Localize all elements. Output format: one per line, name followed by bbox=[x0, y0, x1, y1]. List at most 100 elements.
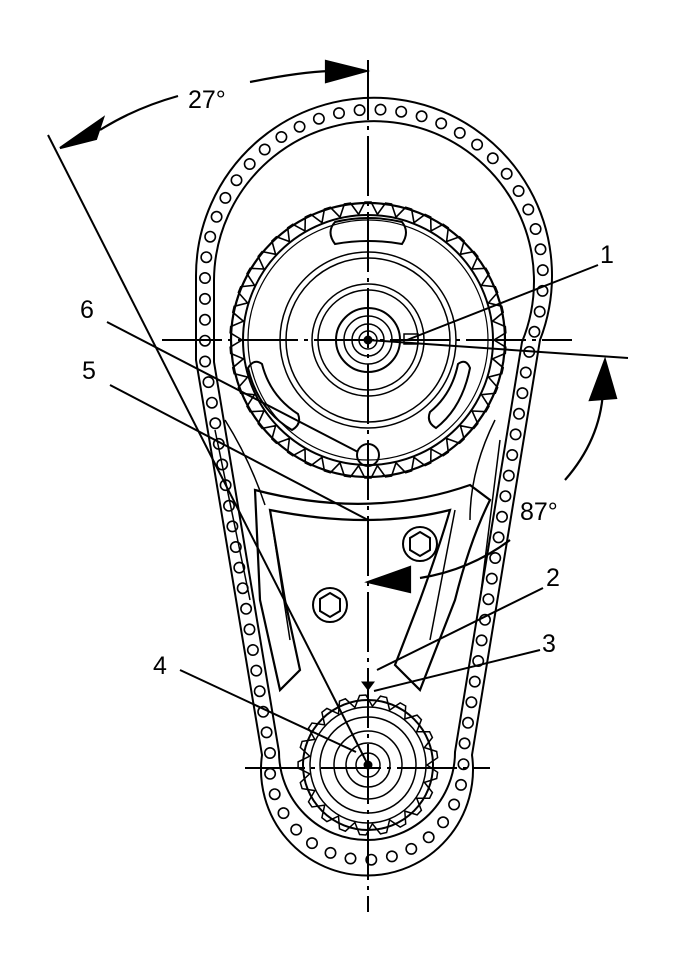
chain-roller bbox=[489, 551, 502, 564]
callout-1: 1 bbox=[600, 241, 614, 269]
chain-roller bbox=[324, 846, 337, 859]
chain-roller bbox=[219, 191, 232, 204]
chain-roller bbox=[253, 685, 266, 698]
chain-roller bbox=[502, 469, 515, 482]
chain-rollers bbox=[199, 103, 549, 866]
chain-roller bbox=[457, 758, 470, 771]
reference-lines bbox=[47, 60, 629, 912]
chain-roller bbox=[385, 850, 398, 863]
chain-roller bbox=[275, 131, 288, 144]
chain-inner-edge bbox=[213, 120, 535, 841]
chain-roller bbox=[405, 842, 418, 855]
chain-roller bbox=[475, 634, 488, 647]
cam-slot-left bbox=[246, 360, 301, 432]
guide-bolt-lower bbox=[312, 587, 348, 623]
chain-roller bbox=[344, 852, 357, 865]
87-degree-line bbox=[367, 339, 629, 359]
chain-roller bbox=[277, 807, 290, 820]
chain-roller bbox=[233, 561, 246, 574]
chain-roller bbox=[209, 417, 222, 430]
chain-roller bbox=[492, 531, 505, 544]
chain-roller bbox=[305, 837, 318, 850]
chain-roller bbox=[199, 355, 212, 368]
chain-roller bbox=[312, 112, 325, 125]
callout-3: 3 bbox=[542, 630, 556, 658]
chain-roller bbox=[210, 210, 223, 223]
chain-roller bbox=[260, 726, 273, 739]
chain-roller bbox=[495, 510, 508, 523]
chain-outer-edge bbox=[195, 96, 553, 877]
chain-roller bbox=[395, 105, 408, 118]
angle-label-87: 87° bbox=[520, 498, 558, 526]
chain-roller bbox=[509, 428, 522, 441]
chain-roller bbox=[528, 325, 541, 338]
chain-roller bbox=[506, 448, 519, 461]
chain-roller bbox=[415, 110, 428, 123]
chain-roller bbox=[199, 292, 212, 305]
callout-5: 5 bbox=[82, 357, 96, 385]
chain-roller bbox=[529, 223, 542, 236]
cam-slot-top bbox=[329, 217, 407, 246]
chain-roller bbox=[465, 696, 478, 709]
chain-roller bbox=[199, 271, 212, 284]
chain-roller bbox=[332, 107, 345, 120]
chain-roller bbox=[268, 788, 281, 801]
chain-roller bbox=[522, 203, 535, 216]
chain-roller bbox=[519, 366, 532, 379]
chain-roller bbox=[461, 716, 474, 729]
chain-roller bbox=[230, 174, 243, 187]
cam-slot-right bbox=[427, 360, 472, 430]
chain-roller bbox=[204, 230, 217, 243]
chain-roller bbox=[223, 499, 236, 512]
chain-roller bbox=[482, 593, 495, 606]
chain-roller bbox=[202, 376, 215, 389]
chain-roller bbox=[205, 396, 218, 409]
chain-roller bbox=[240, 602, 253, 615]
chain-roller bbox=[353, 104, 366, 117]
chain-roller bbox=[512, 407, 525, 420]
chain-roller bbox=[200, 251, 213, 264]
chain-roller bbox=[243, 158, 256, 171]
chain-roller bbox=[258, 143, 271, 156]
chain-roller bbox=[243, 623, 256, 636]
chain-roller bbox=[437, 816, 450, 829]
callout-4: 4 bbox=[153, 652, 167, 680]
angle-label-27: 27° bbox=[188, 86, 226, 114]
chain-roller bbox=[435, 117, 448, 130]
crank-sprocket-teeth bbox=[297, 694, 439, 836]
chain-roller bbox=[199, 313, 212, 326]
chain-roller bbox=[500, 167, 513, 180]
leader-lines bbox=[106, 264, 599, 753]
chain-roller bbox=[533, 305, 546, 318]
angle-87-arc bbox=[364, 356, 618, 594]
chain-roller bbox=[246, 643, 259, 656]
chain-roller bbox=[499, 490, 512, 503]
chain-guide bbox=[214, 419, 501, 693]
chain-roller bbox=[471, 138, 484, 151]
chain-roller bbox=[290, 823, 303, 836]
27-degree-line bbox=[47, 134, 369, 766]
callout-2: 2 bbox=[546, 564, 560, 592]
guide-bolt-upper bbox=[402, 526, 438, 562]
chain-roller bbox=[458, 737, 471, 750]
chain-roller bbox=[485, 572, 498, 585]
chain-roller bbox=[454, 778, 467, 791]
callout-6: 6 bbox=[80, 296, 94, 324]
chain-roller bbox=[293, 120, 306, 133]
timing-chain bbox=[195, 96, 553, 877]
chain-roller bbox=[264, 767, 277, 780]
chain-roller bbox=[486, 152, 499, 165]
chain-roller bbox=[536, 264, 549, 277]
chain-roller bbox=[250, 664, 263, 677]
chain-roller bbox=[534, 243, 547, 256]
chain-roller bbox=[516, 387, 529, 400]
chain-roller bbox=[468, 675, 481, 688]
chain-roller bbox=[263, 746, 276, 759]
chain-roller bbox=[374, 103, 387, 116]
chain-roller bbox=[422, 831, 435, 844]
angle-27-arc bbox=[59, 59, 371, 150]
chain-roller bbox=[512, 185, 525, 198]
chain-roller bbox=[453, 126, 466, 139]
chain-roller bbox=[448, 798, 461, 811]
